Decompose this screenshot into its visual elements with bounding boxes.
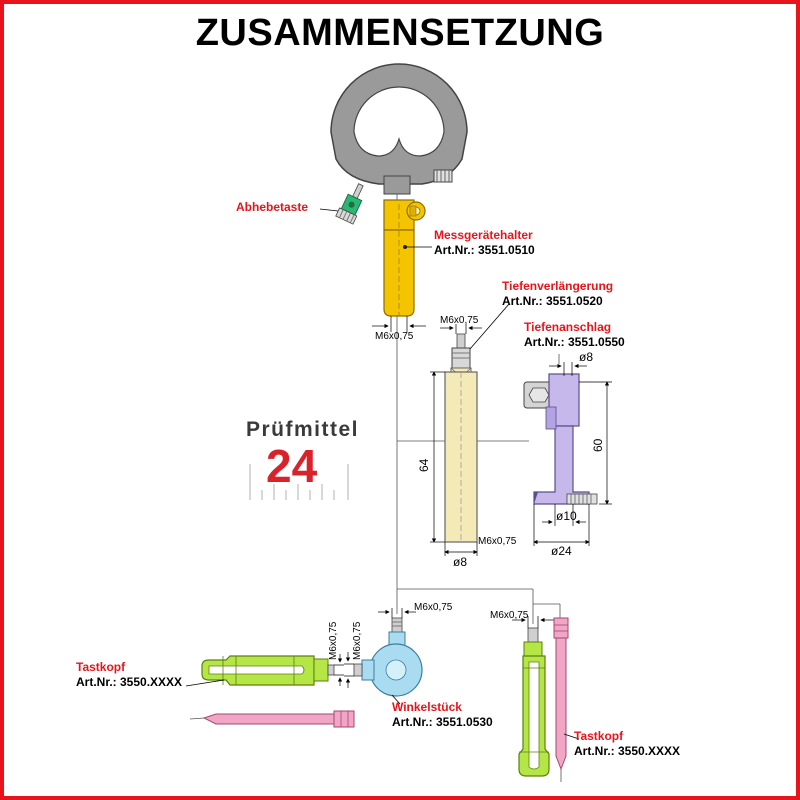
- dim-extension-length: [430, 371, 445, 543]
- gauge-holder: [383, 199, 426, 317]
- dim-extension-thread-top: [440, 324, 482, 334]
- label-depth-extension-name: Tiefenverlängerung: [502, 279, 614, 293]
- dim-angle-thread-side-label: M6x0,75: [352, 621, 363, 660]
- dim-stop-d24: [533, 504, 590, 546]
- dim-probe-right-thread-label: M6x0,75: [490, 610, 529, 621]
- dim-stop-d24-label: ø24: [551, 544, 572, 558]
- probe-head-left: [201, 655, 335, 686]
- label-probe-left-name: Tastkopf: [76, 660, 126, 674]
- label-depth-extension: Tiefenverlängerung Art.Nr.: 3551.0520: [502, 279, 613, 309]
- dim-angle-thread-top-label: M6x0,75: [414, 602, 453, 613]
- label-probe-right-name: Tastkopf: [574, 729, 624, 743]
- dim-stop-bore-label: ø8: [579, 350, 593, 364]
- dim-extension-thread-top-label: M6x0,75: [440, 315, 479, 326]
- dim-stop-height: [579, 381, 612, 505]
- dim-probe-left-thread: [334, 654, 344, 686]
- label-gauge-holder-art: Art.Nr.: 3551.0510: [434, 243, 535, 257]
- needle-left: [189, 710, 355, 728]
- angle-piece: [353, 617, 423, 697]
- label-probe-left-art: Art.Nr.: 3550.XXXX: [76, 675, 183, 689]
- label-probe-right: Tastkopf Art.Nr.: 3550.XXXX: [574, 729, 680, 759]
- label-angle-piece-art: Art.Nr.: 3551.0530: [392, 715, 493, 729]
- label-depth-stop: Tiefenanschlag Art.Nr.: 3551.0550: [524, 320, 625, 350]
- dial-gauge: [330, 63, 468, 195]
- lift-button: [335, 183, 364, 225]
- logo-number: 24: [266, 440, 318, 492]
- label-depth-stop-name: Tiefenanschlag: [524, 320, 612, 334]
- probe-head-right: [518, 627, 550, 777]
- dim-angle-thread-top: [378, 608, 416, 618]
- assembly-drawing: M6x0,75 M6x0,75 64: [185, 63, 612, 782]
- dim-probe-right-thread: [512, 616, 554, 628]
- dim-stop-bore: [549, 362, 587, 376]
- label-probe-right-art: Art.Nr.: 3550.XXXX: [574, 744, 681, 758]
- label-angle-piece: Winkelstück Art.Nr.: 3551.0530: [392, 700, 493, 730]
- dim-stop-d10-label: ø10: [556, 509, 577, 523]
- dim-extension-diameter: [444, 542, 478, 556]
- dim-extension-thread-bottom-label: M6x0,75: [478, 536, 517, 547]
- dim-extension-diameter-label: ø8: [453, 555, 467, 569]
- logo-word: Prüfmittel: [246, 418, 359, 441]
- label-lift-button-name: Abhebetaste: [236, 200, 309, 214]
- dim-stop-d10: [542, 504, 586, 526]
- label-depth-stop-art: Art.Nr.: 3551.0550: [524, 335, 625, 349]
- depth-extension: [444, 333, 478, 543]
- label-gauge-holder: Messgerätehalter Art.Nr.: 3551.0510: [434, 228, 535, 258]
- page-title: ZUSAMMENSETZUNG: [195, 12, 605, 54]
- needle-right: [553, 617, 569, 782]
- label-lift-button: Abhebetaste: [236, 200, 308, 215]
- dim-probe-left-thread-label: M6x0,75: [328, 621, 339, 660]
- label-depth-extension-art: Art.Nr.: 3551.0520: [502, 294, 603, 308]
- dim-angle-thread-side: [344, 652, 354, 688]
- label-angle-piece-name: Winkelstück: [392, 700, 462, 714]
- dim-holder-thread: [372, 316, 426, 332]
- pruefmittel24-logo: Prüfmittel 24: [246, 418, 359, 500]
- dim-stop-height-label: 60: [591, 438, 605, 452]
- label-gauge-holder-name: Messgerätehalter: [434, 228, 533, 242]
- depth-stop: [523, 373, 598, 505]
- dim-extension-length-label: 64: [417, 458, 431, 472]
- label-probe-left: Tastkopf Art.Nr.: 3550.XXXX: [76, 660, 182, 690]
- dim-holder-thread-label: M6x0,75: [375, 331, 414, 342]
